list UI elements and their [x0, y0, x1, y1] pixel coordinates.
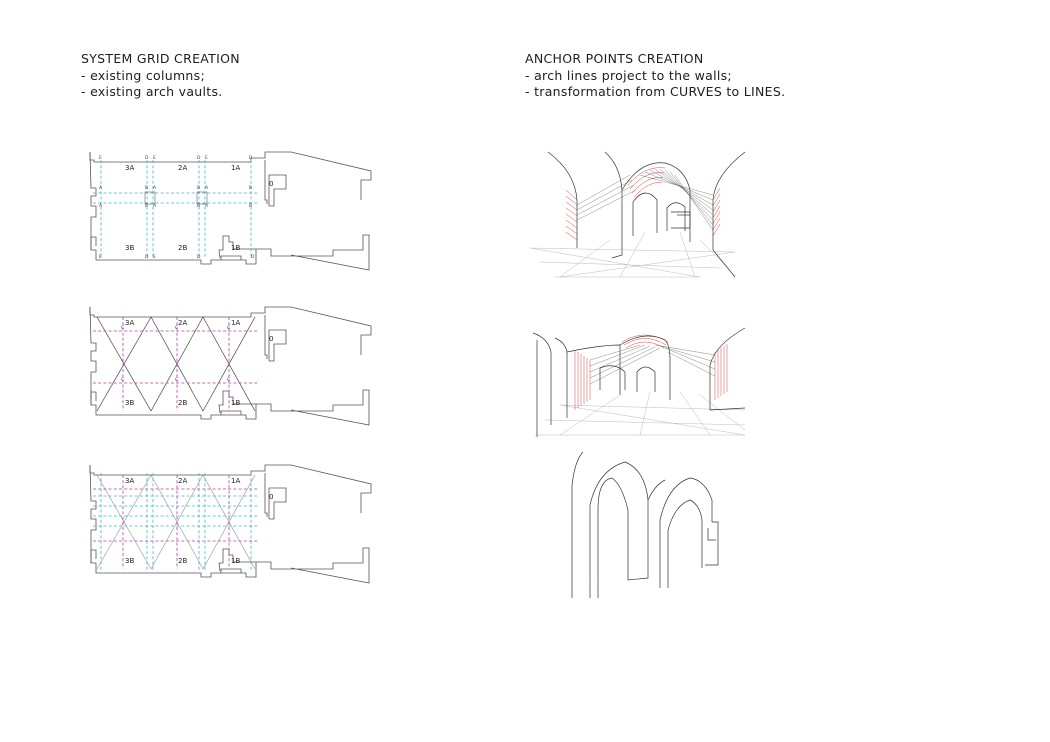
svg-text:D: D [145, 155, 149, 161]
perspective-sketch-1 [529, 151, 746, 278]
svg-text:A: A [153, 203, 157, 209]
svg-text:D: D [145, 254, 149, 260]
svg-text:B: B [197, 203, 200, 209]
svg-text:B: B [197, 185, 200, 191]
svg-text:B: B [145, 203, 148, 209]
svg-text:C: C [175, 377, 178, 383]
svg-text:A: A [99, 185, 103, 191]
svg-text:B: B [145, 185, 148, 191]
right-heading-line-2: - transformation from CURVES to LINES. [525, 84, 786, 99]
vault-point-markers: C C C C C C [121, 325, 230, 383]
plan-combined-grid [89, 464, 372, 584]
combined-magenta-lines [93, 475, 259, 569]
right-heading: ANCHOR POINTS CREATION - arch lines proj… [525, 51, 785, 101]
plan-vault-grid: C C C C C C [89, 306, 372, 426]
svg-text:C: C [121, 325, 124, 331]
red-arch-lines-1 [565, 167, 721, 241]
right-heading-line-1: - arch lines project to the walls; [525, 67, 732, 83]
column-grid-lines [93, 160, 259, 258]
vault-grid-lines [93, 317, 259, 411]
perspective-sketch-2 [532, 327, 746, 437]
svg-text:C: C [227, 325, 230, 331]
svg-text:D: D [197, 155, 201, 161]
floor-grid-1 [529, 231, 736, 278]
svg-text:E: E [153, 254, 156, 260]
left-heading-line-2: - existing arch vaults. [81, 84, 223, 99]
red-arch-lines-2 [574, 334, 728, 410]
svg-text:A: A [153, 185, 157, 191]
svg-text:C: C [121, 377, 124, 383]
svg-text:E: E [99, 254, 102, 260]
svg-text:A: A [205, 203, 209, 209]
svg-text:D: D [251, 254, 255, 260]
column-point-markers: A A B A B A B A B A B B E D E D E D E D … [99, 155, 255, 260]
svg-text:C: C [227, 377, 230, 383]
svg-text:D: D [197, 254, 201, 260]
svg-text:B: B [249, 203, 252, 209]
left-heading-title: SYSTEM GRID CREATION [81, 51, 240, 66]
svg-text:D: D [249, 155, 253, 161]
svg-text:E: E [205, 155, 208, 161]
svg-text:B: B [249, 185, 252, 191]
grey-anchor-lines-2 [589, 344, 716, 385]
svg-text:E: E [153, 155, 156, 161]
svg-text:E: E [99, 155, 102, 161]
perspective-sketch-3 [571, 451, 719, 598]
svg-text:A: A [99, 203, 103, 209]
svg-text:C: C [175, 325, 178, 331]
svg-text:A: A [205, 185, 209, 191]
left-heading: SYSTEM GRID CREATION - existing columns;… [81, 51, 240, 101]
plan-columns-grid: A A B A B A B A B A B B E D E D E D E D … [89, 151, 372, 271]
grey-anchor-lines-1 [576, 168, 714, 231]
floor-grid-2 [535, 391, 746, 436]
left-heading-line-1: - existing columns; [81, 67, 205, 83]
right-heading-title: ANCHOR POINTS CREATION [525, 51, 704, 66]
